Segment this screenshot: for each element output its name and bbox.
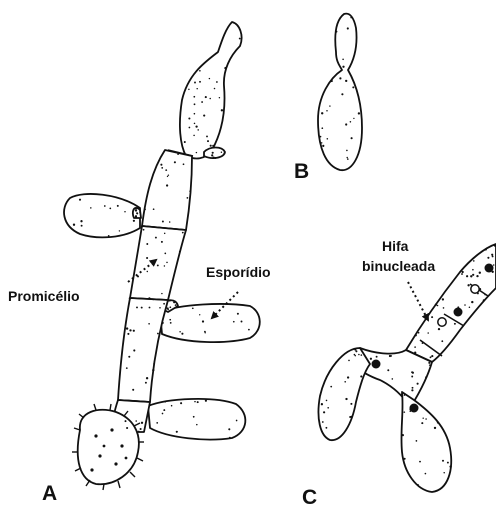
teliospore [78,410,139,484]
arrow-hifa [408,282,428,320]
sporidium-lower [148,399,245,440]
nucleus-open [438,318,446,326]
label-hifa-line1: Hifa [382,238,408,254]
panel-label-a: A [42,482,57,506]
label-hifa-line2: binucleada [362,258,435,274]
sporidium-right [160,304,260,342]
sporidium-b [318,14,362,171]
promycelium-lower [118,298,168,402]
bud-top [204,148,225,159]
label-esporidio: Esporídio [206,264,271,280]
apical-sporidium [180,22,242,158]
promycelium-upper [142,150,192,230]
promycelium-middle [130,226,186,300]
nucleus [454,308,463,317]
sporidium-left-upper [64,194,140,237]
sporidium-c-left [318,348,370,440]
nucleus-open [471,285,479,293]
label-promicelio: Promicélio [8,288,80,304]
panel-label-b: B [294,160,309,184]
nucleus [372,360,381,369]
panel-label-c: C [302,486,317,508]
sporidium-c-lower [401,392,451,492]
